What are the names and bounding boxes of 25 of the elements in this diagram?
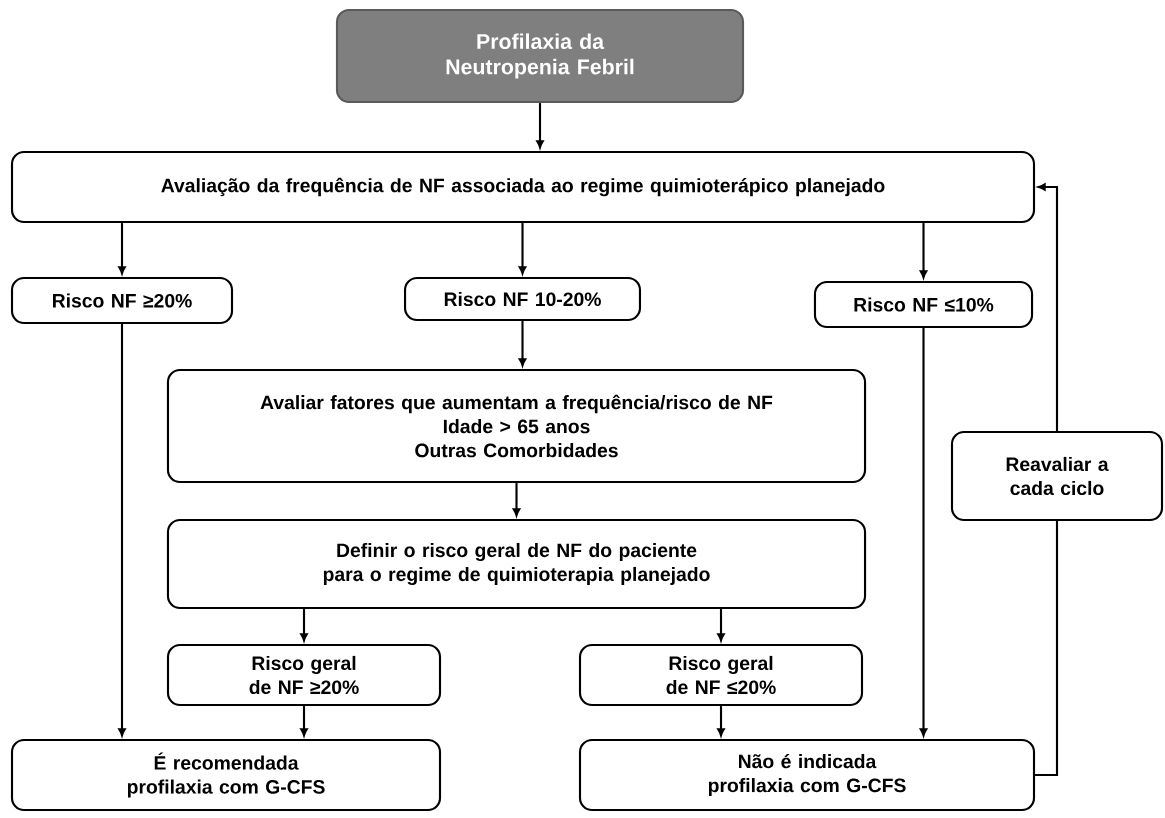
- arrow: [300, 706, 308, 737]
- process-box: Risco geral de NF ≤20%: [578, 643, 864, 707]
- arrow: [717, 706, 725, 737]
- process-box: Risco geral de NF ≥20%: [166, 643, 442, 707]
- process-box: Não é indicada profilaxia com G-CFS: [578, 738, 1036, 812]
- process-box: Risco NF ≥20%: [10, 276, 234, 325]
- process-box: Avaliar fatores que aumentam a frequência/risco de NF Idade > 65 anos Outras Comorbidades: [166, 368, 867, 484]
- process-box: Risco NF ≤10%: [813, 280, 1034, 329]
- arrow: [118, 223, 126, 275]
- arrow: [300, 609, 308, 642]
- arrow: [717, 609, 725, 642]
- process-box: Risco NF 10-20%: [403, 276, 642, 322]
- process-box: Avaliação da frequência de NF associada ao regime quimioterápico planejado: [10, 150, 1036, 224]
- arrow: [919, 223, 928, 279]
- arrow: [536, 103, 544, 149]
- process-box: É recomendada profilaxia com G-CFS: [10, 738, 442, 812]
- arrow: [919, 328, 928, 737]
- process-box: Definir o risco geral de NF do paciente para o regime de quimioterapia planejado: [166, 518, 867, 610]
- arrow: [118, 324, 126, 737]
- process-box: Reavaliar a cada ciclo: [950, 430, 1164, 522]
- arrow: [1037, 183, 1059, 431]
- arrow: [512, 483, 521, 517]
- arrow: [518, 223, 527, 275]
- arrow: [518, 321, 527, 367]
- title-box: Profilaxia da Neutropenia Febril: [335, 8, 745, 104]
